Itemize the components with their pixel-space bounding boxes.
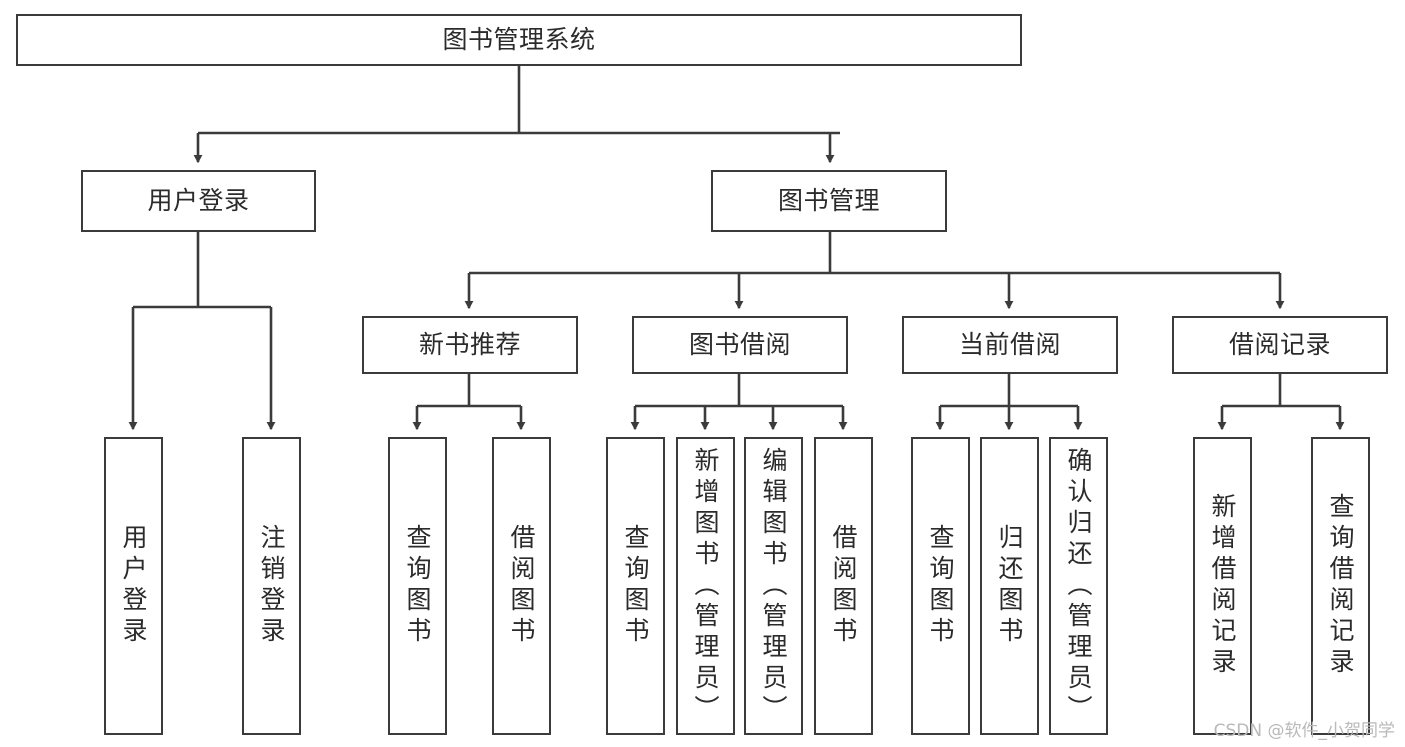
leaf-bb-query-book[interactable]: 查询图书: [606, 437, 665, 735]
node-label: 用户登录: [147, 186, 250, 216]
leaf-bb-add-book[interactable]: 新增图书（管理员）: [676, 437, 735, 735]
node-label: 图书管理系统: [442, 25, 596, 55]
leaf-cb-confirm-return[interactable]: 确认归还（管理员）: [1049, 437, 1108, 735]
node-new-book-recommend[interactable]: 新书推荐: [362, 316, 578, 374]
watermark-text: CSDN @软件_小贺同学: [1213, 721, 1395, 741]
node-label: 图书借阅: [688, 330, 791, 360]
node-user-login[interactable]: 用户登录: [81, 170, 316, 232]
leaf-cb-query-book[interactable]: 查询图书: [911, 437, 970, 735]
leaf-nb-borrow-book[interactable]: 借阅图书: [492, 437, 551, 735]
node-label: 新书推荐: [418, 330, 521, 360]
node-label: 查询借阅记录: [1326, 493, 1355, 679]
leaf-logout[interactable]: 注销登录: [242, 437, 301, 735]
node-label: 注销登录: [257, 524, 286, 648]
node-current-borrow[interactable]: 当前借阅: [902, 316, 1118, 374]
node-label: 用户登录: [119, 524, 148, 648]
node-borrow-record[interactable]: 借阅记录: [1172, 316, 1388, 374]
node-book-management[interactable]: 图书管理: [711, 170, 947, 232]
node-label: 借阅图书: [829, 524, 858, 648]
node-label: 图书管理: [777, 186, 880, 216]
leaf-nb-query-book[interactable]: 查询图书: [388, 437, 447, 735]
node-label: 编辑图书（管理员）: [759, 446, 788, 726]
node-label: 借阅记录: [1228, 330, 1331, 360]
leaf-bb-edit-book[interactable]: 编辑图书（管理员）: [744, 437, 803, 735]
leaf-cb-return-book[interactable]: 归还图书: [980, 437, 1039, 735]
node-book-borrow[interactable]: 图书借阅: [632, 316, 848, 374]
node-label: 查询图书: [403, 524, 432, 648]
leaf-br-add-record[interactable]: 新增借阅记录: [1193, 437, 1252, 735]
node-label: 新增图书（管理员）: [691, 446, 720, 726]
node-label: 查询图书: [621, 524, 650, 648]
node-label: 确认归还（管理员）: [1064, 446, 1093, 726]
node-label: 借阅图书: [507, 524, 536, 648]
leaf-user-login[interactable]: 用户登录: [104, 437, 163, 735]
node-label: 查询图书: [926, 524, 955, 648]
node-label: 归还图书: [995, 524, 1024, 648]
node-label: 当前借阅: [958, 330, 1061, 360]
leaf-bb-borrow-book[interactable]: 借阅图书: [814, 437, 873, 735]
node-root-system[interactable]: 图书管理系统: [16, 14, 1022, 66]
leaf-br-query-record[interactable]: 查询借阅记录: [1311, 437, 1370, 735]
node-label: 新增借阅记录: [1208, 493, 1237, 679]
